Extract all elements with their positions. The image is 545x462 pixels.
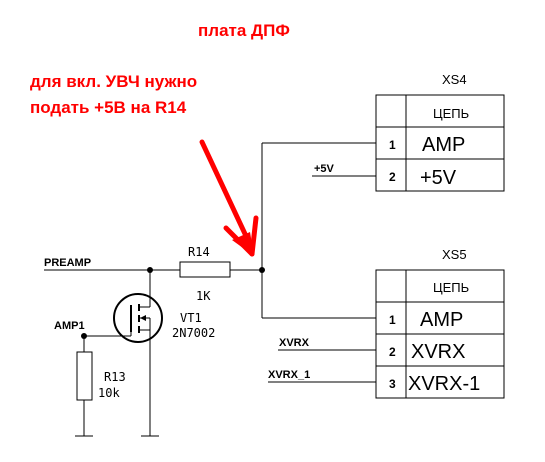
net-label-xvrx-1: XVRX_1 — [268, 369, 310, 381]
net-label-amp1: AMP1 — [54, 320, 85, 332]
net-label-preamp: PREAMP — [44, 257, 91, 269]
xs4-header: ЦЕПЬ — [433, 106, 469, 121]
board-title: плата ДПФ — [198, 21, 290, 40]
xs4-pin-number: 1 — [389, 138, 396, 152]
amp-wires — [261, 142, 376, 319]
xs4-ref: XS4 — [442, 72, 467, 87]
xs4-pin-number: 2 — [389, 170, 396, 184]
net-label-xvrx: XVRX — [279, 337, 310, 349]
red-arrow — [199, 139, 259, 257]
xs5-pin-name: AMP — [420, 309, 463, 331]
r13-value: 10k — [98, 386, 120, 400]
note-line-1: для вкл. УВЧ нужно — [30, 72, 197, 91]
connector-xs4 — [375, 94, 505, 192]
r14-ref: R14 — [188, 245, 210, 259]
xs5-pin-number: 2 — [389, 345, 396, 359]
note-line-2: подать +5В на R14 — [30, 98, 187, 117]
vt1-value: 2N7002 — [172, 326, 215, 340]
xs5-pin-name: XVRX-1 — [408, 373, 480, 395]
xs5-ref: XS5 — [442, 247, 467, 262]
transistor-vt1 — [84, 270, 163, 437]
resistor-r13 — [75, 336, 93, 437]
resistor-r14 — [179, 261, 231, 278]
xs5-pin-number: 1 — [389, 313, 396, 327]
r14-value: 1K — [196, 289, 211, 303]
xs5-pin-number: 3 — [389, 377, 396, 391]
xs5-header: ЦЕПЬ — [433, 280, 469, 295]
vt1-ref: VT1 — [180, 311, 202, 325]
xs5-pin-name: XVRX — [411, 341, 465, 363]
net-label-plus5v: +5V — [314, 163, 335, 175]
r13-ref: R13 — [104, 370, 126, 384]
xs4-pin-name: AMP — [422, 134, 465, 156]
connector-xs5 — [375, 269, 505, 399]
xs4-pin-name: +5V — [420, 167, 457, 189]
